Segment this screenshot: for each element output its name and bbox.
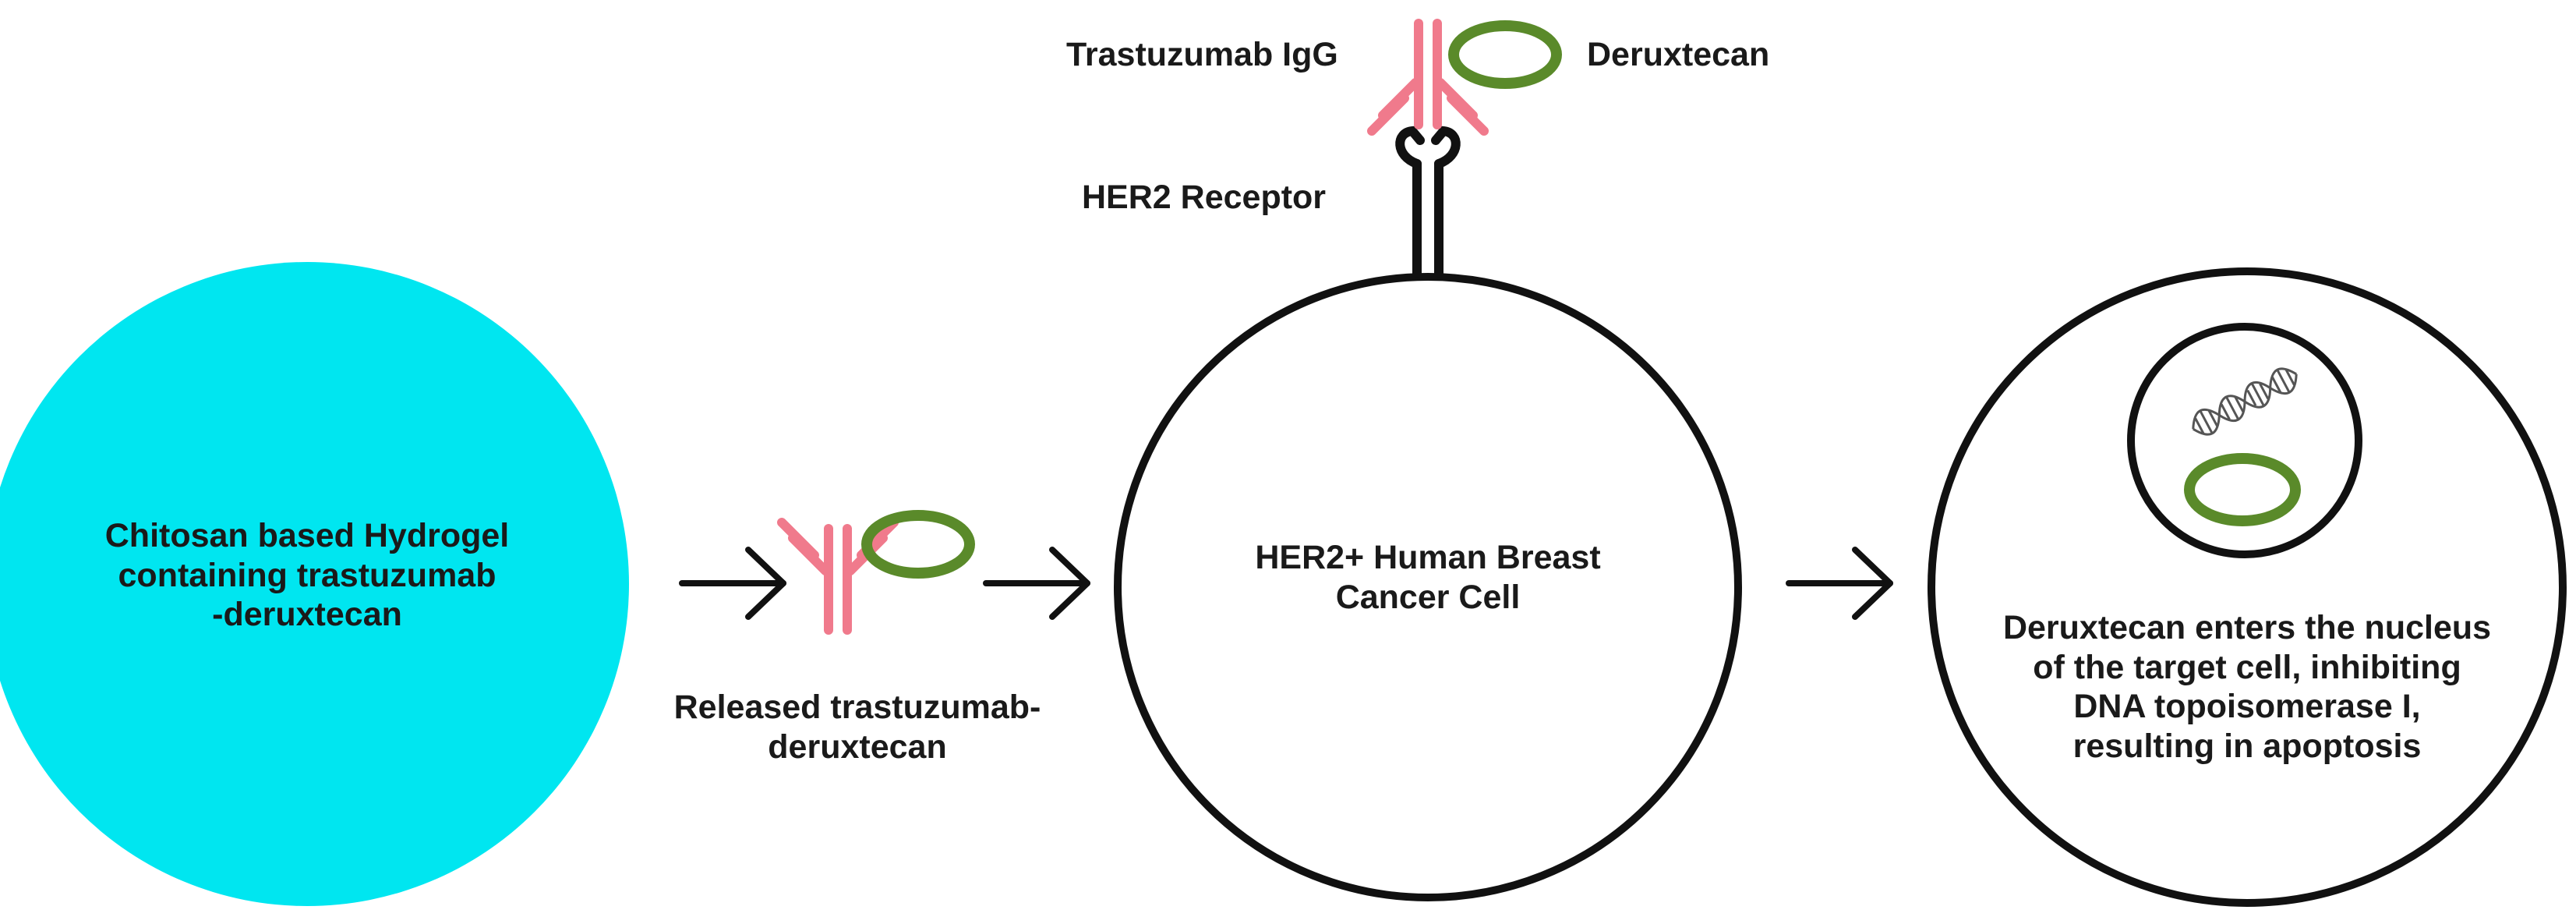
hydrogel-label-line: containing trastuzumab: [118, 556, 496, 594]
cancer-cell-label-line: Cancer Cell: [1335, 578, 1521, 616]
released-label-line: deruxtecan: [768, 728, 947, 766]
cancer-cell-circle: [1114, 273, 1742, 901]
target-cell-circle: [1928, 267, 2567, 907]
hydrogel-label-line: -deruxtecan: [212, 596, 402, 634]
igg-antibody-icon: [782, 522, 894, 630]
hydrogel-label: Chitosan based Hydrogel containing trast…: [73, 516, 541, 635]
deruxtecan-label: Deruxtecan: [1587, 36, 1770, 73]
target-cell-label-line: of the target cell, inhibiting: [2033, 648, 2461, 686]
hydrogel-label-line: Chitosan based Hydrogel: [104, 517, 510, 554]
arrow-right-icon: [679, 547, 786, 620]
target-cell-label-line: resulting in apoptosis: [2072, 728, 2422, 766]
arrow-right-icon: [983, 547, 1090, 620]
target-cell-label-line: DNA topoisomerase I,: [2073, 688, 2421, 726]
dna-helix-icon: [2192, 367, 2298, 436]
released-label-line: Released trastuzumab-: [673, 689, 1041, 726]
cancer-cell-label: HER2+ Human Breast Cancer Cell: [1194, 538, 1662, 617]
target-cell-label-line: Deruxtecan enters the nucleus: [2002, 609, 2492, 646]
deruxtecan-ring-icon: [1448, 20, 1562, 89]
deruxtecan-ring-icon: [2184, 453, 2301, 526]
released-label: Released trastuzumab- deruxtecan: [624, 688, 1091, 766]
her2-receptor-icon: [1395, 126, 1461, 278]
hydrogel-circle: [0, 262, 629, 906]
deruxtecan-ring-icon: [861, 510, 975, 579]
target-cell-label: Deruxtecan enters the nucleus of the tar…: [1947, 608, 2547, 766]
cancer-cell-label-line: HER2+ Human Breast: [1255, 539, 1601, 576]
her2-receptor-label: HER2 Receptor: [1082, 179, 1327, 216]
nucleus-circle: [2127, 323, 2362, 558]
arrow-right-icon: [1786, 547, 1893, 620]
trastuzumab-igg-label: Trastuzumab IgG: [1066, 36, 1338, 73]
